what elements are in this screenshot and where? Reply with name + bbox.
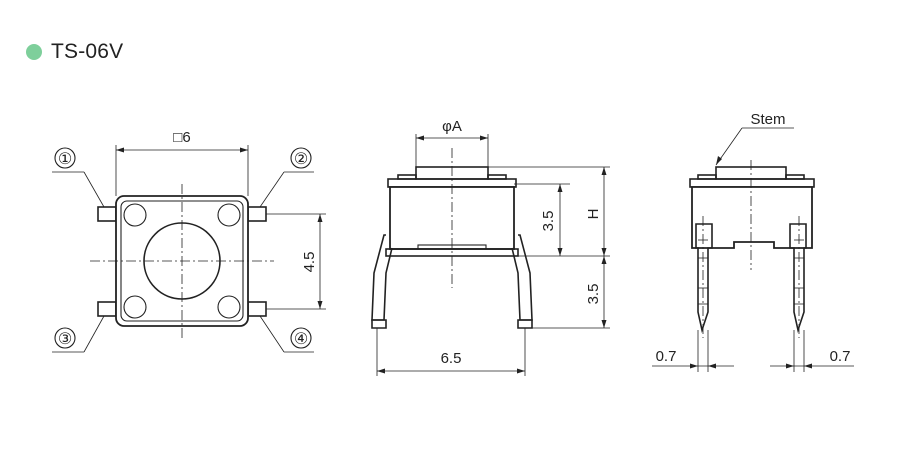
side-view: Stem 0.7 0.7 [652,111,854,372]
dim-pitch-label: 4.5 [301,252,318,273]
pin-1-pad [97,206,117,222]
dim-left-lead-label: 0.7 [656,348,677,365]
pin-3-label: ③ [58,331,72,348]
pin-4-label: ④ [294,331,308,348]
switch-body-side [691,186,813,249]
dim-lead-spacing-label: 6.5 [441,350,462,367]
pin-1-label: ① [58,151,72,168]
corner-hole-icon [123,295,147,319]
page-title: TS-06V [51,40,124,63]
corner-hole-icon [123,203,147,227]
pin-4-pad [247,301,267,317]
dim-stem-dia-label: φA [442,118,462,135]
corner-hole-icon [217,203,241,227]
status-dot-icon [26,44,42,60]
dim-right-lead-label: 0.7 [830,348,851,365]
top-view: □6 4.5 ① ② ③ ④ [52,129,326,353]
stem-label: Stem [750,111,785,128]
pin-3-pad [97,301,117,317]
corner-hole-icon [217,295,241,319]
pin-2-pad [247,206,267,222]
front-view: φA 3.5 H 3.5 6.5 [371,118,610,376]
dim-width-label: □6 [173,129,190,146]
dim-body-height-label: 3.5 [540,211,557,232]
dim-leg-length-label: 3.5 [585,284,602,305]
header: TS-06V [26,40,123,64]
pin-2-label: ② [294,151,308,168]
dim-total-height-label: H [585,209,602,220]
